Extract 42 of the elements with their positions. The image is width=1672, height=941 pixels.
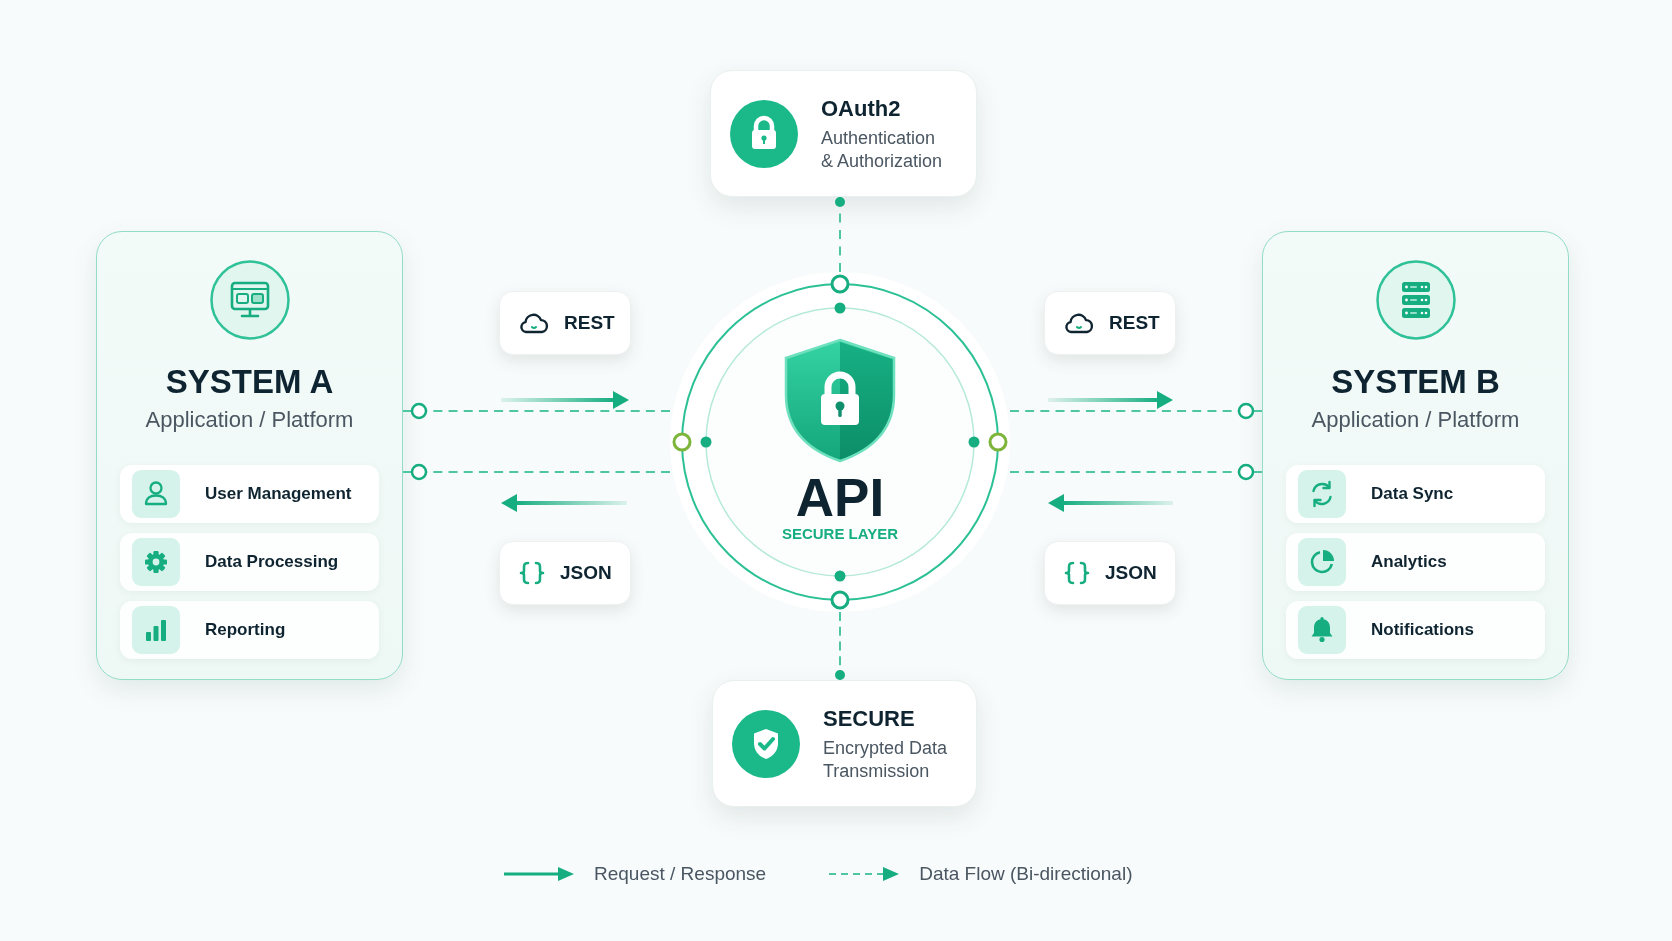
- info-card: [712, 680, 977, 807]
- dashed-connector: [1009, 402, 1263, 420]
- protocol-label: JSON: [560, 562, 612, 584]
- protocol-tag: [1044, 291, 1176, 355]
- card-title: OAuth2: [821, 94, 902, 123]
- protocol-label: REST: [1109, 312, 1160, 334]
- feature-label: Data Sync: [1371, 484, 1454, 504]
- protocol-label: JSON: [1105, 562, 1157, 584]
- feature-label: Reporting: [205, 620, 286, 640]
- system-panel: [1262, 231, 1569, 680]
- protocol-label: REST: [564, 312, 615, 334]
- system-subtitle: Application / Platform: [1311, 407, 1520, 433]
- dashed-connector: [835, 196, 845, 273]
- feature-label: Notifications: [1371, 620, 1474, 640]
- dashed-connector: [835, 611, 845, 681]
- feature-row: [120, 533, 379, 591]
- hub-title: API: [795, 471, 885, 524]
- system-panel: [96, 231, 403, 680]
- dashed-connector: [402, 463, 671, 481]
- protocol-tag: [1044, 541, 1176, 605]
- dashed-connector: [1009, 463, 1263, 481]
- system-subtitle: Application / Platform: [145, 407, 354, 433]
- feature-row: [1286, 601, 1545, 659]
- info-card: [710, 70, 977, 197]
- card-description: Encrypted Data Transmission: [823, 736, 949, 783]
- feature-label: Analytics: [1371, 552, 1447, 572]
- system-title: SYSTEM B: [1331, 362, 1500, 402]
- feature-row: [120, 601, 379, 659]
- feature-row: [1286, 533, 1545, 591]
- dashed-connector: [402, 402, 671, 420]
- card-description: Authentication & Authorization: [821, 126, 944, 173]
- feature-label: Data Processing: [205, 552, 339, 572]
- legend-label: Data Flow (Bi-directional): [919, 863, 1133, 885]
- feature-row: [1286, 465, 1545, 523]
- card-title: SECURE: [823, 704, 916, 733]
- feature-label: User Management: [205, 484, 352, 504]
- hub-subtitle: SECURE LAYER: [781, 525, 899, 543]
- legend-label: Request / Response: [594, 863, 767, 885]
- feature-row: [120, 465, 379, 523]
- protocol-tag: [499, 291, 631, 355]
- system-title: SYSTEM A: [165, 362, 334, 402]
- protocol-tag: [499, 541, 631, 605]
